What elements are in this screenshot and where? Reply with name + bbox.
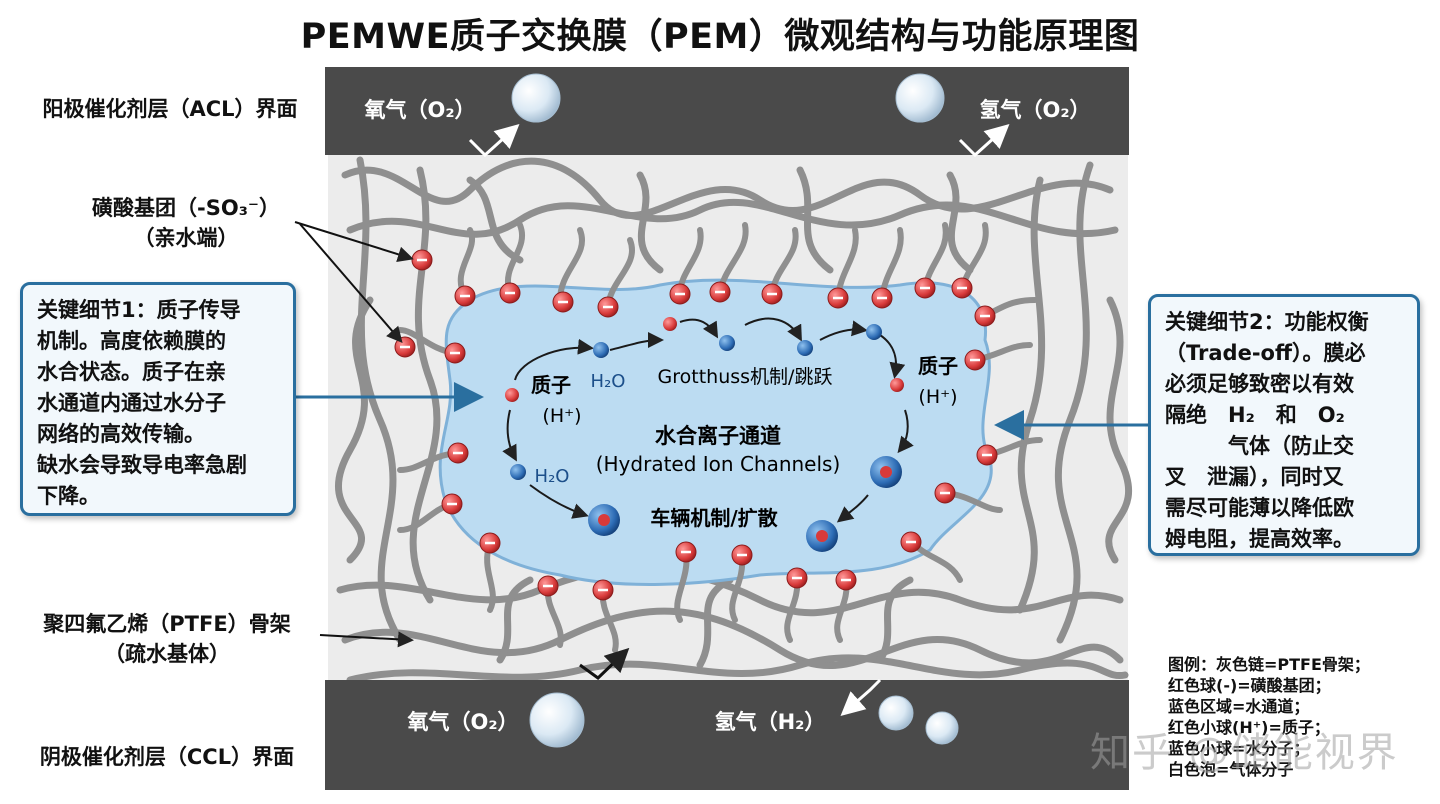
gas-bubble [925, 711, 959, 745]
vehicle-label: 车辆机制/扩散 [650, 506, 778, 530]
key-detail-1-line: 机制。高度依赖膜的 [37, 329, 226, 353]
key-detail-1-line: 缺水会导致导电率急剧 [37, 453, 247, 477]
sulfonic-label: 磺酸基团（-SO₃⁻） [92, 196, 280, 220]
key-detail-2-box: 关键细节2：功能权衡 （Trade-off）。膜必必须足够致密以有效隔绝 H₂ 和… [1148, 294, 1420, 556]
legend-line: 图例：灰色链=PTFE骨架； [1168, 655, 1370, 674]
acl-label: 阳极催化剂层（ACL）界面 [42, 97, 298, 121]
bottom-left-gas-label: 氧气（O₂） [407, 710, 518, 734]
legend-line: 红色小球(H⁺)=质子； [1168, 718, 1330, 737]
water-label-top: H₂O [591, 371, 626, 392]
key-detail-1-line: 水通道内通过水分子 [37, 391, 226, 415]
proton-label-left: 质子 [531, 373, 571, 397]
proton [890, 378, 904, 392]
box-pointers [296, 382, 1148, 440]
gas-bubble [529, 692, 585, 748]
ccl-label: 阴极催化剂层（CCL）界面 [39, 745, 295, 769]
transport-arrows [502, 317, 914, 523]
gas-bubble [511, 73, 561, 123]
key-detail-1-line: 水合状态。质子在亲 [37, 360, 226, 384]
gas-arrows-dark [579, 647, 630, 680]
sulfonic-groups [394, 249, 998, 601]
legend-line: 蓝色区域=水通道； [1168, 697, 1310, 716]
water-molecule [797, 340, 813, 356]
bottom-right-gas-label: 氢气（H₂） [715, 710, 826, 734]
key-detail-2-line: 气体（防止交 [1165, 434, 1354, 458]
ptfe-chains [334, 156, 1133, 684]
water-molecule [719, 335, 735, 351]
channel-name-en: (Hydrated Ion Channels) [596, 452, 841, 476]
water-molecule [866, 324, 882, 340]
key-detail-2-line: 隔绝 H₂ 和 O₂ [1165, 403, 1345, 427]
grotthuss-label: Grotthuss机制/跳跃 [658, 366, 833, 388]
proton-label-right: 质子 [918, 354, 958, 378]
key-detail-2-line: 必须足够致密以有效 [1165, 372, 1354, 396]
key-detail-2-line: 姆电阻，提高效率。 [1165, 527, 1354, 551]
key-detail-2-line: （Trade-off）。膜必 [1165, 341, 1366, 365]
top-left-gas-label: 氧气（O₂） [364, 98, 475, 122]
watermark: 知乎 @储能视界 [1090, 730, 1399, 776]
page-title: PEMWE质子交换膜（PEM）微观结构与功能原理图 [300, 17, 1140, 57]
legend-line: 蓝色小球=水分子； [1168, 739, 1310, 758]
key-detail-2-line: 需尽可能薄以降低欧 [1165, 496, 1354, 520]
sulfonic-sub-label: （亲水端） [133, 226, 239, 250]
water-label-bottom: H₂O [535, 466, 570, 487]
cathode-catalyst-bar [325, 680, 1129, 790]
key-detail-1-box: 关键细节1：质子传导机制。高度依赖膜的水合状态。质子在亲水通道内通过水分子网络的… [20, 282, 296, 516]
water-molecule [593, 342, 609, 358]
legend: 图例：灰色链=PTFE骨架； 红色球(-)=磺酸基团； 蓝色区域=水通道； 红色小球(… [1168, 654, 1438, 780]
key-detail-1-line: 关键细节1：质子传导 [37, 298, 241, 322]
proton-label-left-sub: (H⁺) [542, 405, 581, 427]
proton [505, 388, 519, 402]
particles [505, 317, 904, 552]
gas-bubble [895, 73, 945, 123]
proton-label-right-sub: (H⁺) [918, 386, 957, 408]
top-right-gas-label: 氢气（O₂） [979, 98, 1090, 122]
label-pointers [294, 221, 414, 648]
proton [663, 317, 677, 331]
gas-bubble [878, 695, 914, 731]
ptfe-label: 聚四氟乙烯（PTFE）骨架 [43, 612, 291, 636]
legend-line: 红色球(-)=磺酸基团； [1168, 676, 1331, 695]
legend-line: 白色泡=气体分子 [1168, 760, 1294, 779]
water-molecule [510, 464, 526, 480]
key-detail-1-line: 下降。 [37, 484, 100, 508]
gas-arrows [468, 123, 1010, 716]
channel-name: 水合离子通道 [655, 424, 781, 448]
key-detail-2-line: 叉 泄漏），同时又 [1165, 465, 1344, 489]
ptfe-sub-label: （疏水基体） [104, 642, 230, 666]
key-detail-1-line: 网络的高效传输。 [37, 422, 205, 446]
key-detail-2-line: 关键细节2：功能权衡 [1165, 310, 1369, 334]
